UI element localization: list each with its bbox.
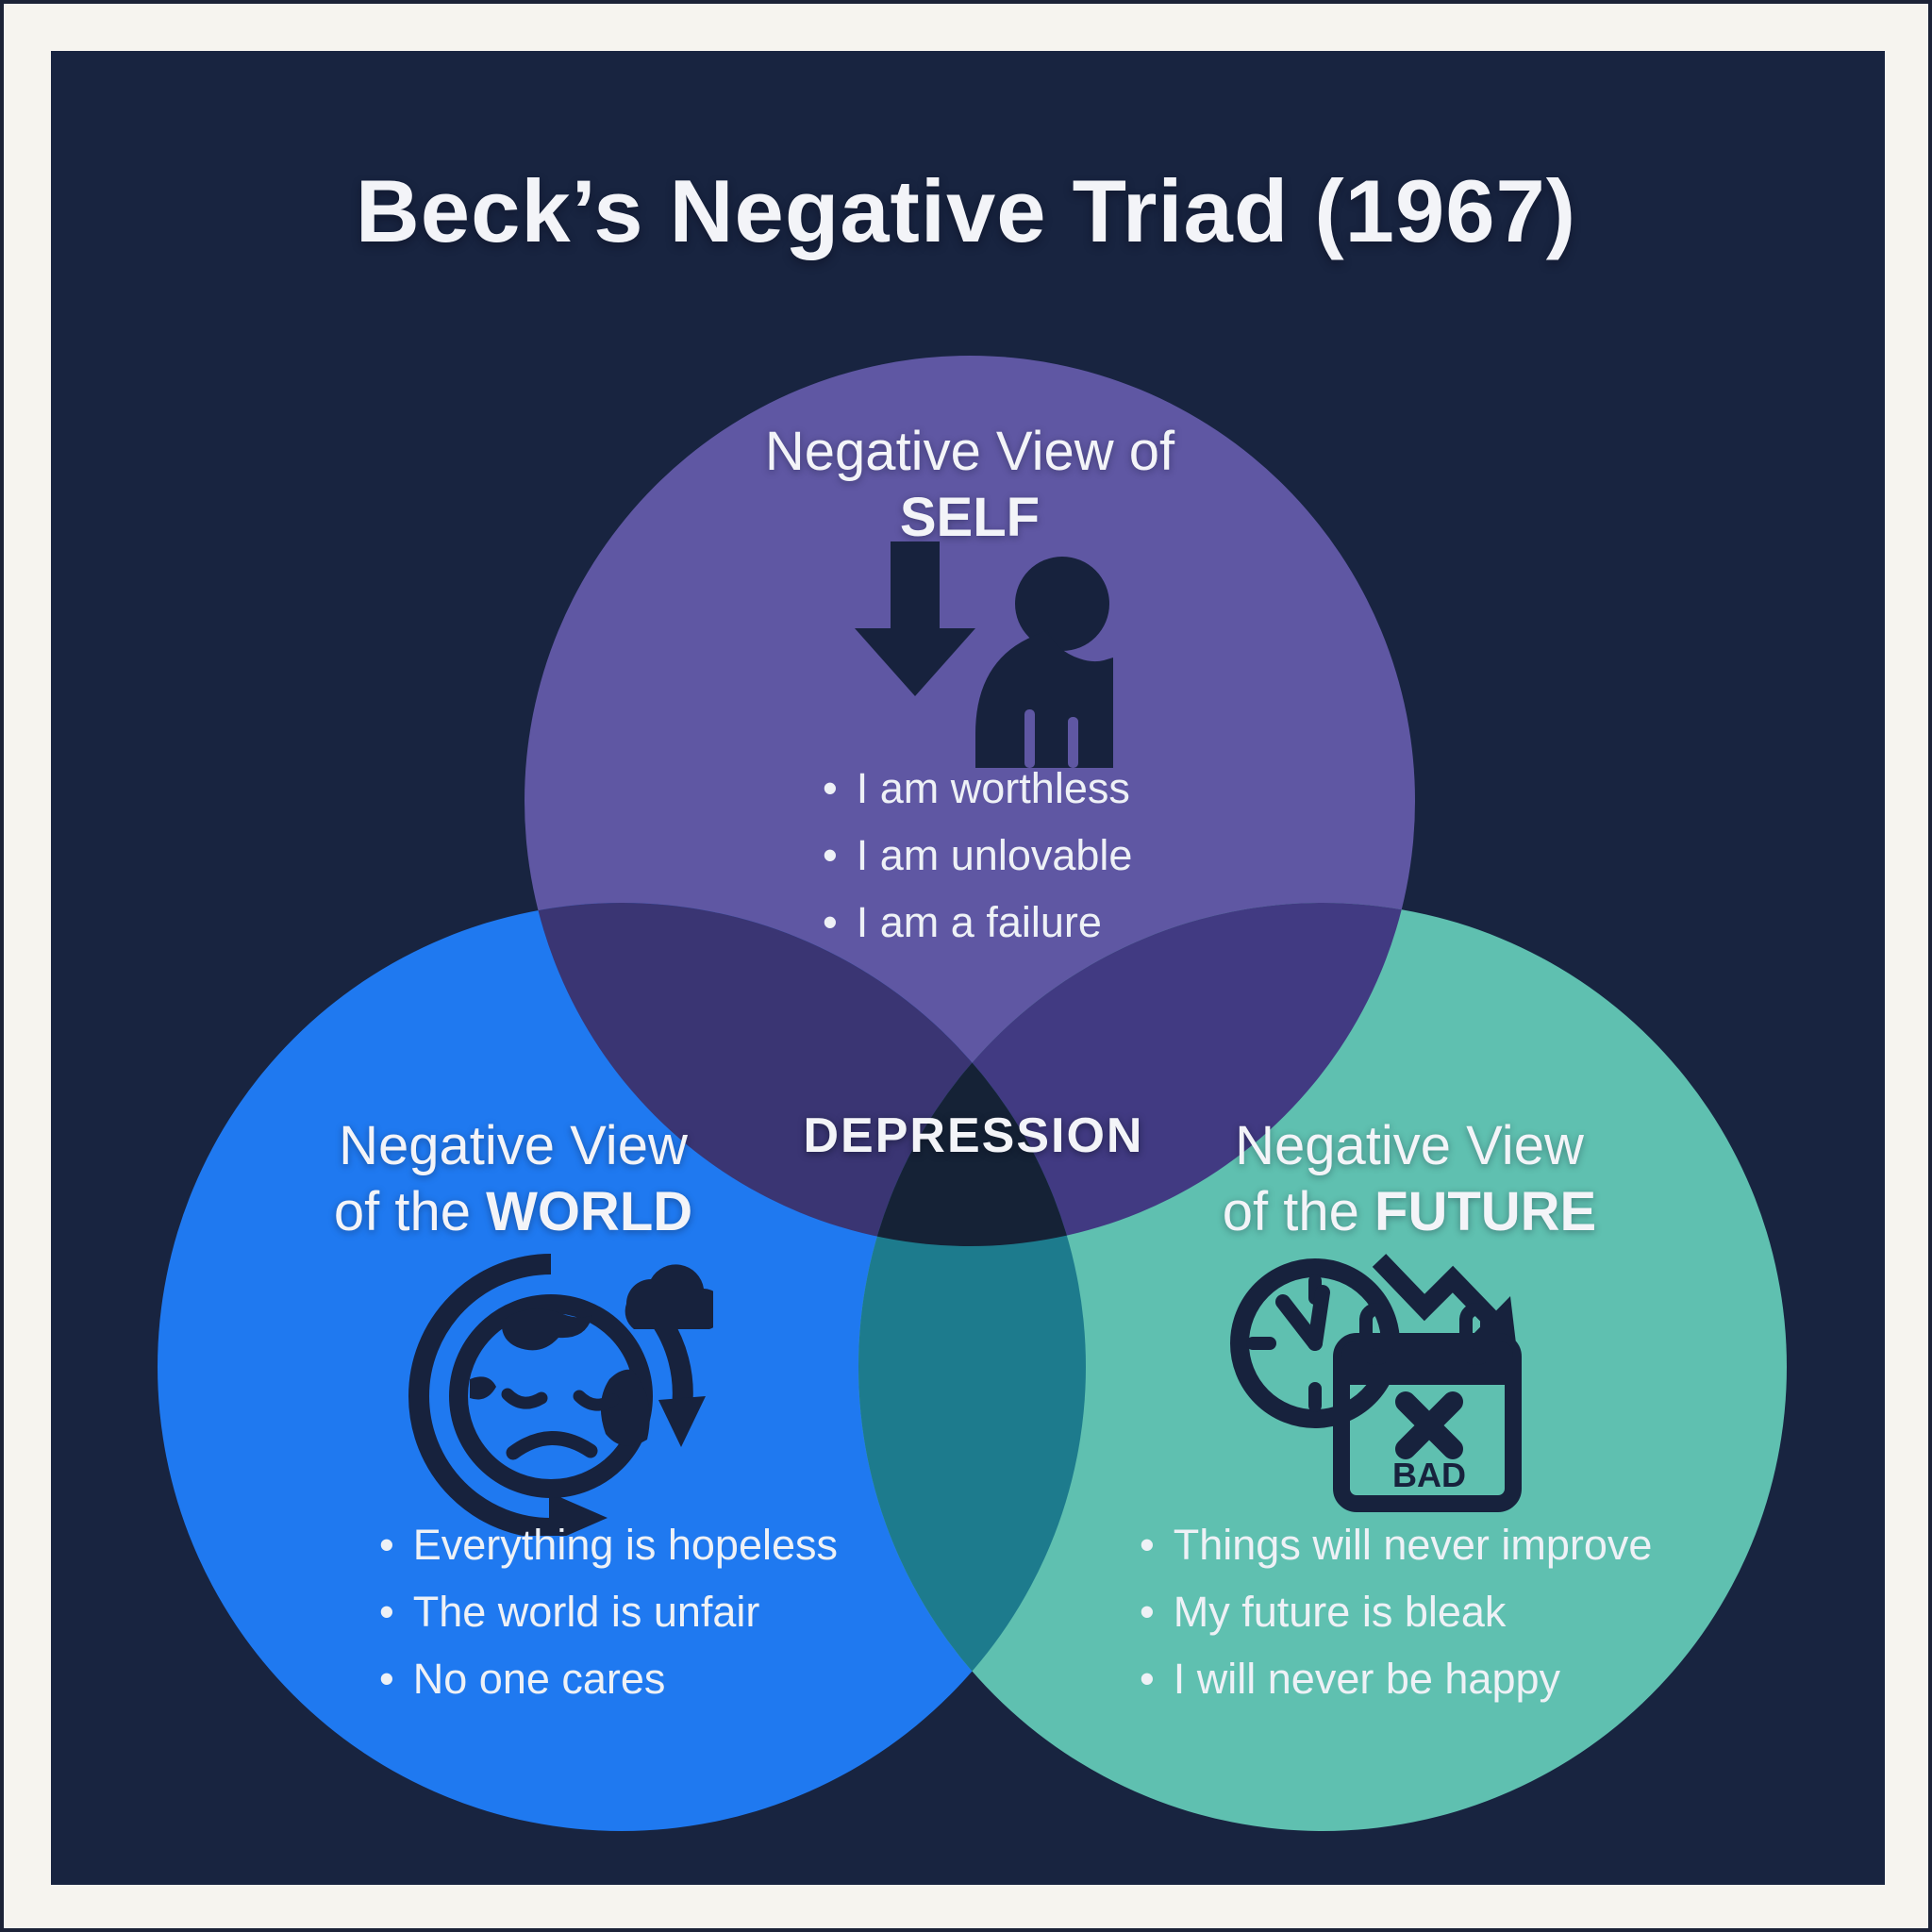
world-label-line1: Negative View [339, 1115, 688, 1176]
list-item: •Everything is hopeless [379, 1521, 839, 1569]
future-bullets: •Things will never improve •My future is… [1140, 1521, 1706, 1722]
venn-diagram [158, 356, 1787, 1831]
self-label-line1: Negative View of [764, 421, 1175, 482]
page-title: Beck’s Negative Triad (1967) [355, 161, 1577, 260]
self-future-overlap [858, 903, 1415, 1246]
list-item: •My future is bleak [1140, 1588, 1507, 1636]
self-circle-label: Negative View of SELF [640, 419, 1300, 550]
depression-label: DEPRESSION [803, 1108, 1144, 1163]
world-label-line2: of the WORLD [333, 1180, 693, 1242]
sad-globe-rain-cloud-cycle-icon [408, 1254, 713, 1536]
down-arrow-icon [855, 541, 975, 696]
self-label-line2: SELF [899, 486, 1041, 548]
list-item: •I am unlovable [823, 831, 1133, 879]
list-item: •The world is unfair [379, 1588, 760, 1636]
sad-globe-icon [449, 1294, 653, 1498]
decline-arrow-icon [1372, 1254, 1516, 1343]
list-item: •I will never be happy [1140, 1655, 1560, 1703]
future-label-line2: of the FUTURE [1222, 1180, 1597, 1242]
clock-calendar-decline-icon: BAD [1230, 1254, 1522, 1512]
world-circle-label: Negative View of the WORLD [221, 1113, 806, 1244]
future-label-line1: Negative View [1235, 1115, 1584, 1176]
list-item: •Things will never improve [1140, 1521, 1653, 1569]
list-item: •I am worthless [823, 764, 1130, 812]
list-item: •No one cares [379, 1655, 666, 1703]
world-bullets: •Everything is hopeless •The world is un… [379, 1521, 908, 1722]
calendar-bad-label: BAD [1392, 1456, 1466, 1494]
self-bullets: •I am worthless •I am unlovable •I am a … [823, 764, 1257, 965]
calendar-x-icon: BAD [1333, 1303, 1522, 1512]
self-world-overlap [525, 903, 1086, 1246]
sad-person-icon [975, 557, 1113, 768]
person-down-arrow-icon [855, 541, 1113, 768]
future-circle-label: Negative View of the FUTURE [1117, 1113, 1702, 1244]
rain-cloud-icon [625, 1264, 713, 1329]
list-item: •I am a failure [823, 898, 1102, 946]
